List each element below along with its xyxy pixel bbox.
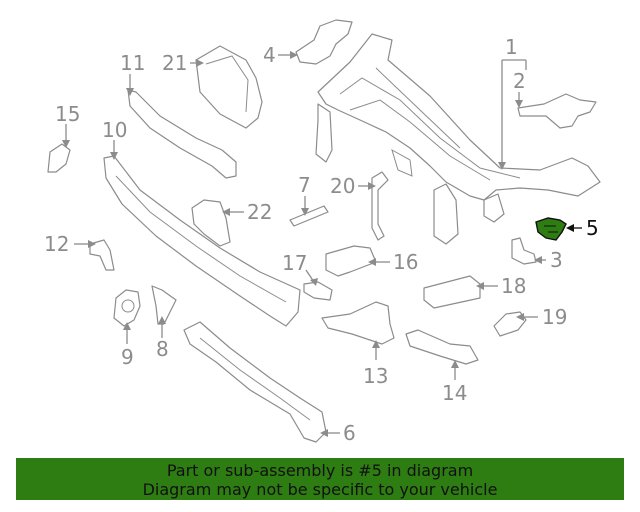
callout-7: 7 (298, 173, 311, 197)
leader-lines (62, 51, 582, 437)
part-6-absorber (183, 321, 327, 443)
callout-3: 3 (550, 248, 563, 272)
part-18-block (423, 275, 481, 309)
callout-13: 13 (363, 364, 388, 388)
part-8-bracket (151, 285, 177, 325)
part-10-reinforcement (103, 155, 301, 327)
callout-20: 20 (330, 174, 355, 198)
part-15-bracket (47, 143, 71, 173)
callout-labels: 1 2 3 4 5 6 7 8 9 10 11 12 13 14 15 16 1… (44, 35, 599, 445)
banner-line-2: Diagram may not be specific to your vehi… (142, 480, 498, 499)
callout-22: 22 (247, 200, 272, 224)
callout-5: 5 (586, 216, 599, 240)
part-17-plate (303, 281, 333, 301)
banner-line-1: Part or sub-assembly is #5 in diagram (166, 461, 474, 480)
callout-11: 11 (120, 51, 145, 75)
part-7-strip (289, 205, 329, 227)
callout-6: 6 (343, 421, 356, 445)
part-11-strip (127, 89, 237, 179)
part-13-bracket (321, 301, 395, 345)
callout-16: 16 (393, 250, 418, 274)
callout-14: 14 (442, 381, 467, 405)
part-12-bracket (89, 239, 115, 271)
callout-12: 12 (44, 232, 69, 256)
part-radiator-support (315, 33, 601, 245)
part-2-bracket (517, 93, 597, 129)
part-3-bracket (511, 237, 537, 265)
callout-15: 15 (55, 102, 80, 126)
callout-9: 9 (121, 345, 134, 369)
part-4-brace (295, 19, 353, 65)
part-21-module (195, 45, 263, 129)
part-14-bracket (405, 329, 479, 365)
part-22-bracket (191, 199, 231, 247)
callout-8: 8 (156, 337, 169, 361)
callout-21: 21 (162, 51, 187, 75)
callout-19: 19 (542, 305, 567, 329)
callout-17: 17 (282, 251, 307, 275)
part-5-highlighted (535, 217, 567, 241)
part-16-bracket (325, 245, 377, 277)
callout-10: 10 (102, 118, 127, 142)
part-20-rod (371, 171, 389, 241)
part-9-bracket (113, 289, 141, 327)
callout-2: 2 (513, 69, 526, 93)
callout-18: 18 (501, 274, 526, 298)
parts-diagram: 1 2 3 4 5 6 7 8 9 10 11 12 13 14 15 16 1… (44, 19, 601, 445)
callout-4: 4 (263, 43, 276, 67)
callout-1: 1 (505, 35, 518, 59)
info-banner: Part or sub-assembly is #5 in diagram Di… (16, 458, 624, 500)
